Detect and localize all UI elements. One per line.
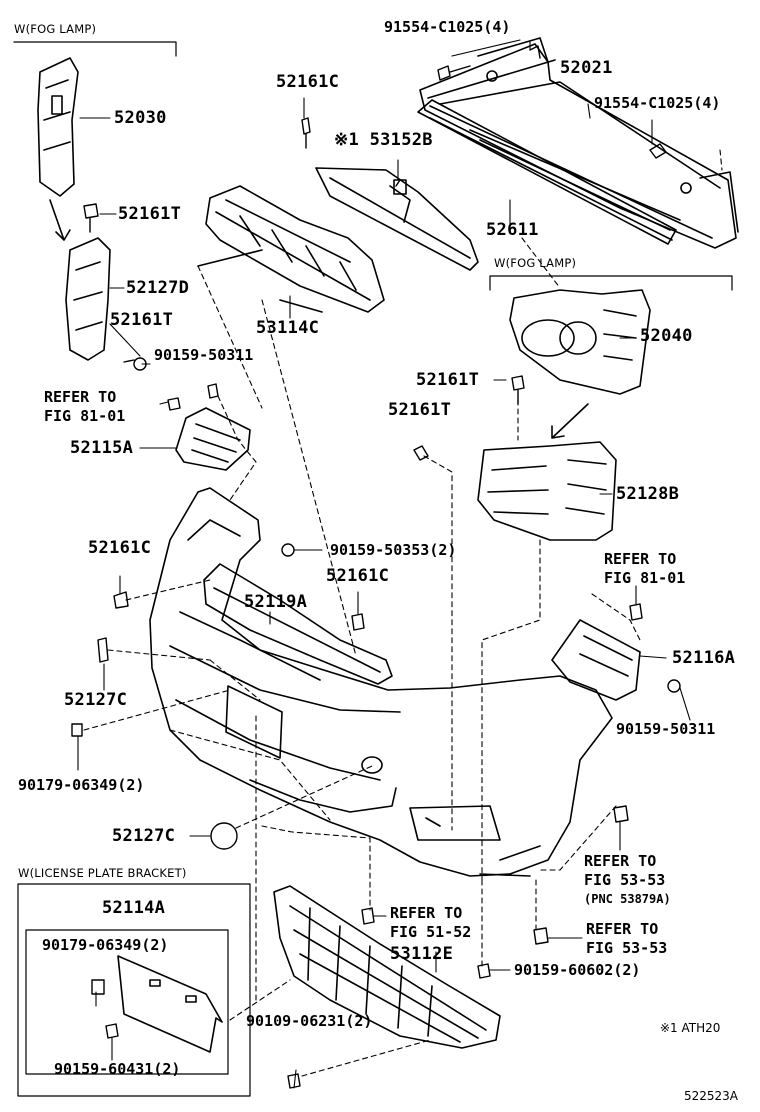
label-90109-06231: 90109-06231(2) [246, 1012, 373, 1030]
arrow-down-right [551, 403, 589, 439]
label-52161c-left: 52161C [88, 538, 152, 558]
group-label-license-plate-bracket: W(LICENSE PLATE BRACKET) [18, 866, 187, 880]
label-52030: 52030 [114, 108, 167, 128]
label-52115a: 52115A [70, 438, 134, 458]
label-52116a: 52116A [672, 648, 736, 668]
label-90159-50353: 90159-50353(2) [330, 541, 457, 559]
label-52114a: 52114A [102, 898, 166, 918]
fasteners [71, 45, 681, 1089]
label-52127d: 52127D [126, 278, 190, 298]
fog-bracket-52128b [477, 441, 617, 541]
label-52128b: 52128B [616, 484, 680, 504]
group-bracket-lines [13, 41, 733, 1097]
label-52611: 52611 [486, 220, 539, 240]
label-52161t-left2: 52161T [110, 310, 174, 330]
label-53152b: ※1 53152B [334, 130, 433, 150]
label-52021: 52021 [560, 58, 613, 78]
label-91554-c1025-top: 91554-C1025(4) [384, 18, 511, 36]
label-91554-c1025-mid: 91554-C1025(4) [594, 94, 721, 112]
leader-lines [77, 39, 691, 1089]
arrow-down-left [49, 199, 71, 241]
label-90159-50311-right: 90159-50311 [616, 720, 716, 738]
label-53114c: 53114C [256, 318, 320, 338]
label-90159-60431: 90159-60431(2) [54, 1060, 181, 1078]
license-plate-bracket [117, 955, 223, 1053]
label-53112e: 53112E [390, 944, 454, 964]
bumper-reinforcement-52021 [419, 37, 739, 249]
retainer-52119a [203, 563, 393, 685]
footnote: ※1 ATH20 [660, 1021, 721, 1035]
label-90179-06349-box: 90179-06349(2) [42, 936, 169, 954]
label-52161t-left: 52161T [118, 204, 182, 224]
label-90179-06349-left: 90179-06349(2) [18, 776, 145, 794]
retainer-53114c [197, 185, 385, 313]
label-52127c-mid: 52127C [112, 826, 176, 846]
label-90159-60602: 90159-60602(2) [514, 961, 641, 979]
dashed-lines [83, 149, 723, 1077]
label-52119a: 52119A [244, 592, 308, 612]
lower-grille-53112e [273, 885, 501, 1049]
side-bracket-52115a [175, 407, 251, 471]
label-52161c-mid: 52161C [326, 566, 390, 586]
bracket-52127d [65, 237, 111, 361]
label-90159-50311-left: 90159-50311 [154, 346, 254, 364]
label-52161c-top: 52161C [276, 72, 340, 92]
energy-absorber-52611 [417, 99, 677, 245]
label-52127c-left: 52127C [64, 690, 128, 710]
label-52161t-right: 52161T [416, 370, 480, 390]
diagram-id: 522523A [684, 1089, 739, 1103]
fog-cover-52040 [509, 289, 651, 395]
group-label-fog-lamp-right: W(FOG LAMP) [494, 256, 577, 270]
label-52161t-right2: 52161T [388, 400, 452, 420]
side-bracket-52116a [551, 619, 641, 701]
label-52040: 52040 [640, 326, 693, 346]
group-label-fog-lamp-left: W(FOG LAMP) [14, 22, 97, 36]
fog-bracket-52030 [37, 57, 79, 197]
